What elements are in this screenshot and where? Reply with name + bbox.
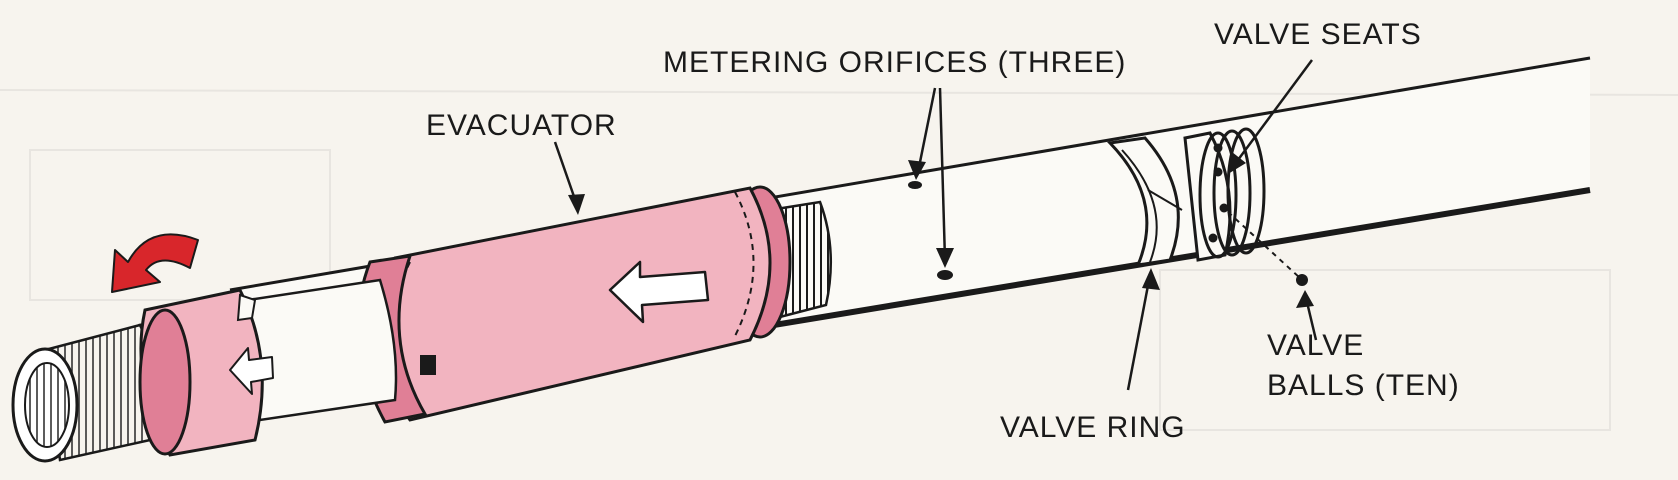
barrel-mid-section [246, 278, 398, 422]
valve-ball [1213, 143, 1223, 153]
valve-seats [1183, 127, 1266, 262]
evacuator-chamber [356, 185, 792, 424]
valve-ball [1208, 233, 1218, 243]
label-metering-orifices: METERING ORIFICES (THREE) [663, 46, 1126, 79]
label-valve-balls-line1: VALVE [1267, 329, 1364, 362]
curved-arrow-icon [111, 233, 199, 293]
locking-collar [138, 288, 264, 457]
label-valve-balls-line2: BALLS (TEN) [1267, 369, 1460, 402]
left-arrow-icon [608, 260, 710, 324]
left-arrow-icon [229, 347, 274, 395]
metering-orifice [937, 270, 953, 280]
leader-arrowheads [568, 152, 1314, 308]
valve-ball [1213, 167, 1223, 177]
valve-ball-detached [1227, 211, 1308, 286]
metering-orifice [908, 181, 922, 189]
label-evacuator: EVACUATOR [426, 109, 617, 142]
label-valve-seats: VALVE SEATS [1214, 18, 1422, 51]
valve-ring [1106, 136, 1183, 267]
label-valve-ring: VALVE RING [1000, 411, 1186, 444]
valve-ball [1219, 203, 1229, 213]
